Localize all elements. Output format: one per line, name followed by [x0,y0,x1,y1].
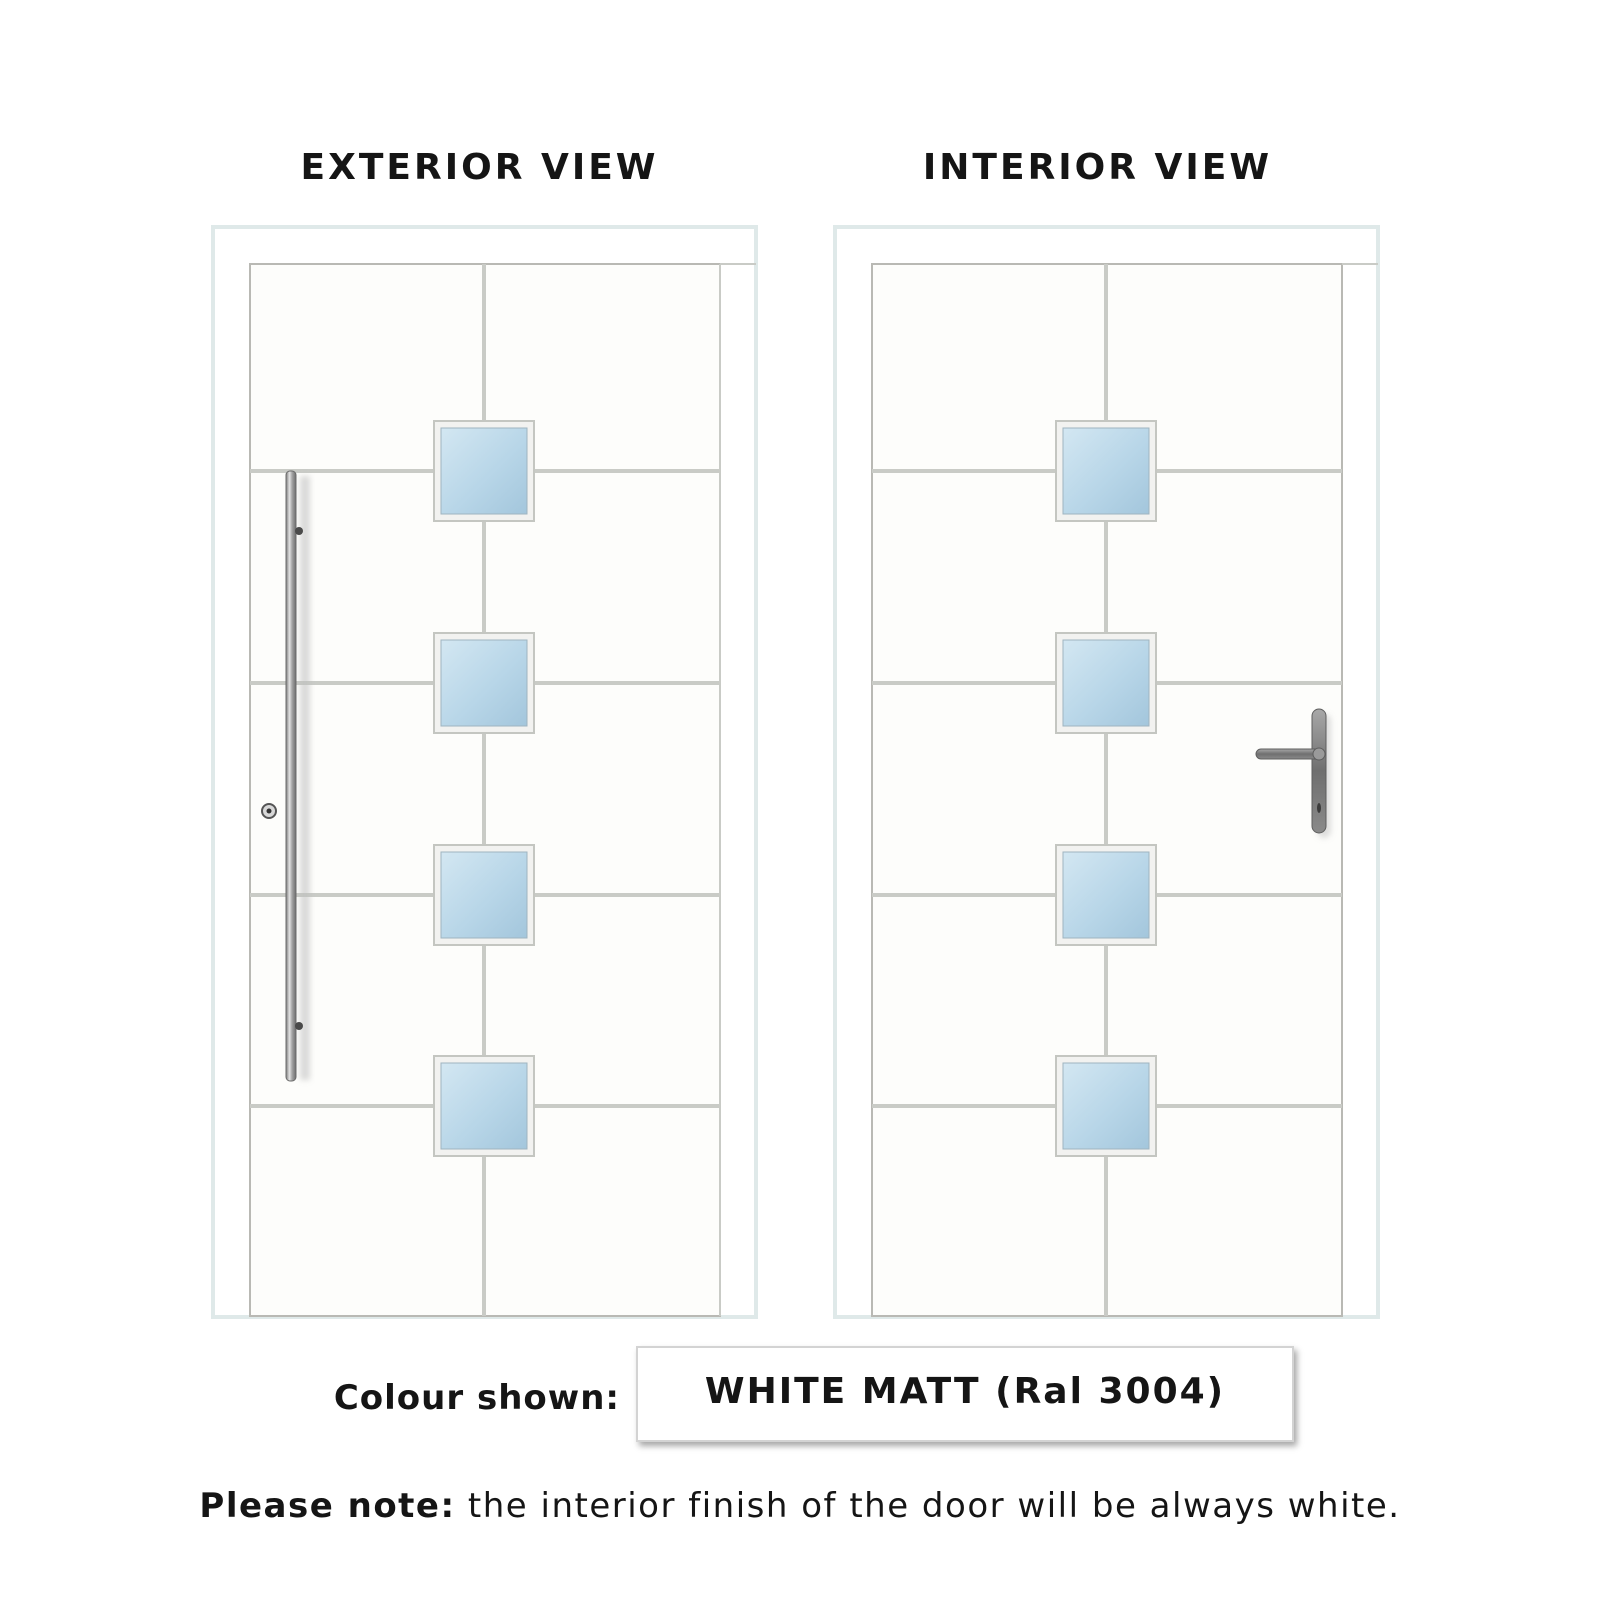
colour-value-box: WHITE MATT (Ral 3004) [636,1346,1294,1442]
exterior-door [211,225,758,1319]
note-text: the interior finish of the door will be … [467,1486,1401,1526]
door-views [211,225,1380,1319]
interior-glass-panes [1055,420,1157,1157]
exterior-view-title: EXTERIOR VIEW [300,147,659,188]
note-lead: Please note: [199,1486,456,1526]
colour-value: WHITE MATT (Ral 3004) [704,1371,1226,1412]
interior-finish-note: Please note: the interior finish of the … [0,1486,1600,1526]
interior-view-title: INTERIOR VIEW [922,147,1273,188]
exterior-glass-panes [433,420,535,1157]
colour-shown-label: Colour shown: [333,1378,620,1418]
keyhole-cylinder-icon [261,803,277,819]
lever-handle-icon [1255,708,1331,838]
interior-door [833,225,1380,1319]
pull-bar-handle [285,470,310,1082]
